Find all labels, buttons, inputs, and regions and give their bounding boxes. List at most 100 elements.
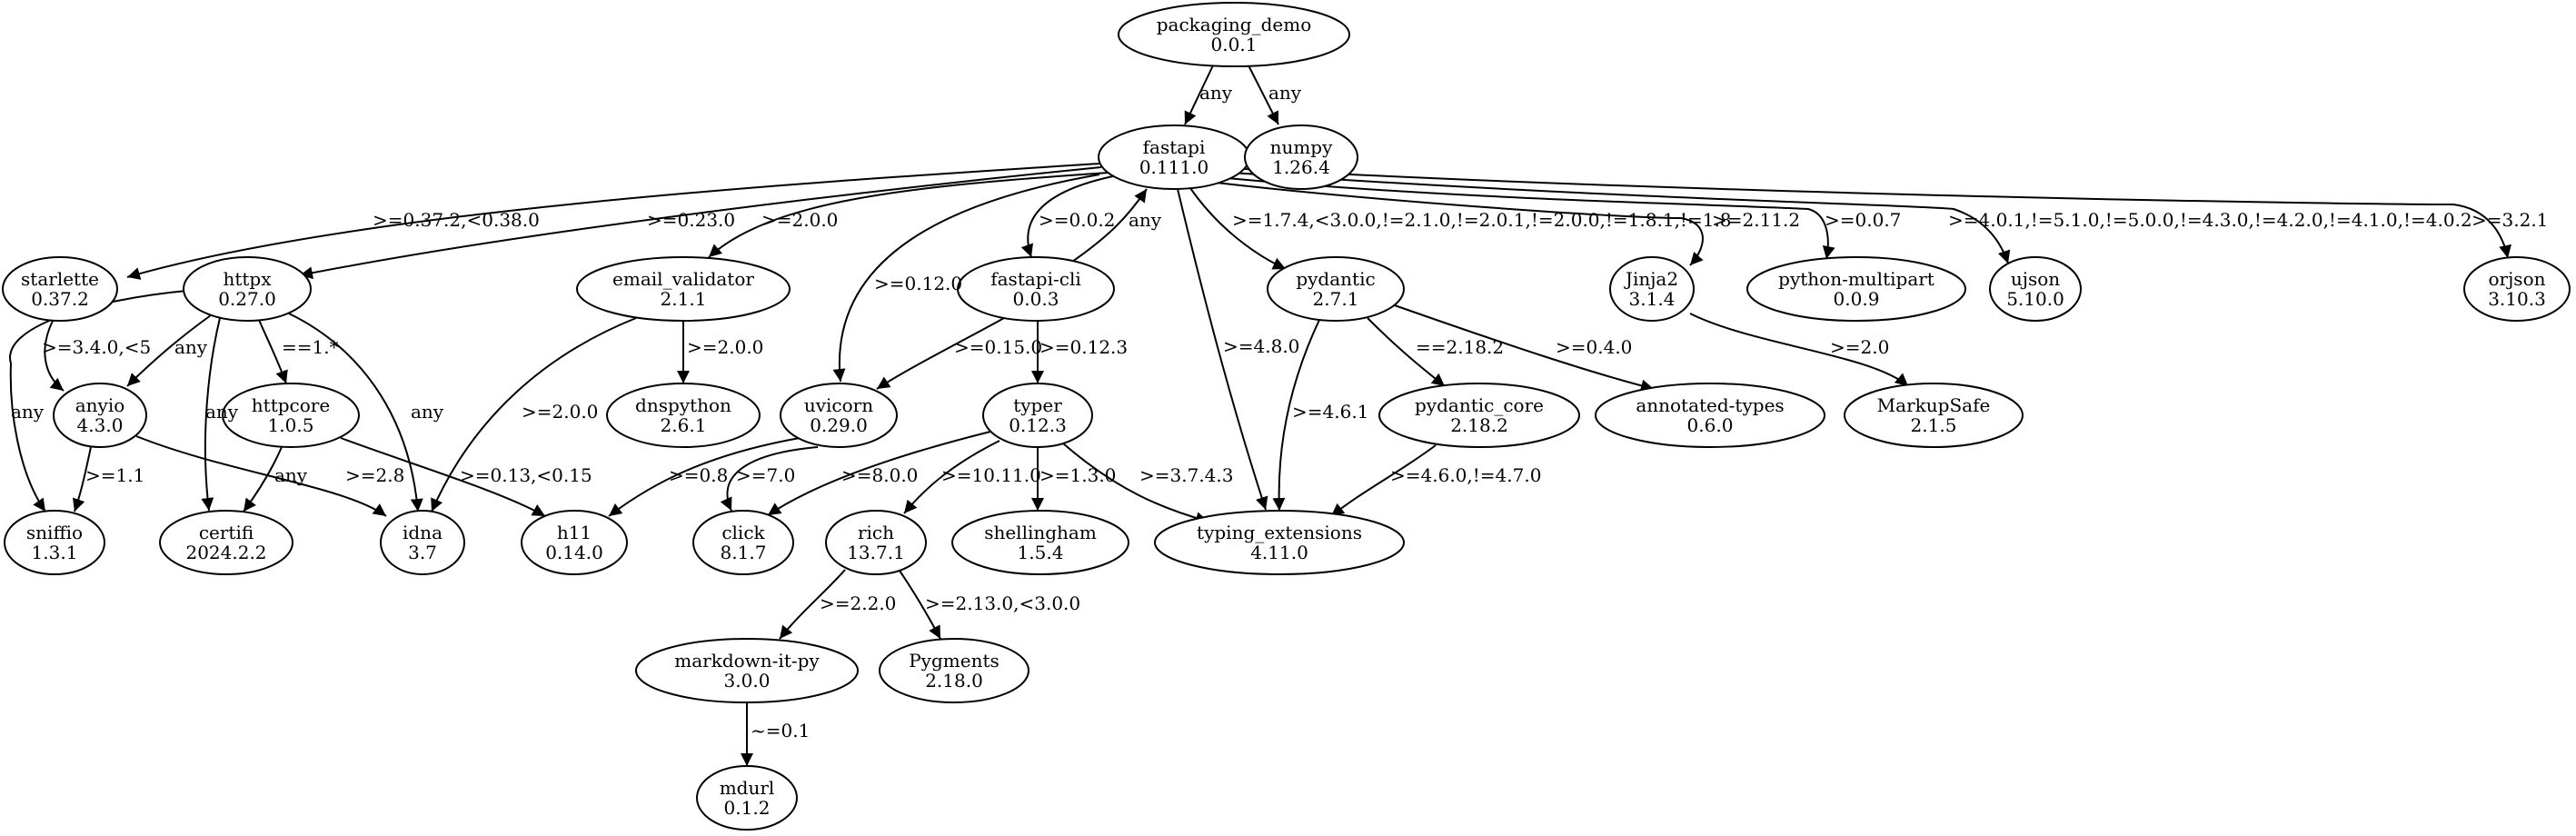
package-name: starlette [21, 268, 99, 290]
package-version: 1.5.4 [1018, 542, 1064, 563]
edge-fastapi-cli-to-fastapi [1071, 188, 1148, 263]
package-version: 2.1.1 [661, 288, 707, 310]
package-node-shape [1989, 256, 2082, 322]
package-version: 2.1.5 [1911, 414, 1957, 436]
edge-uvicorn-to-h11 [608, 437, 801, 517]
edge-fastapi-to-fastapi-cli [1020, 175, 1114, 258]
package-node-shape [879, 638, 1029, 703]
edge-label-httpx-to-idna: any [411, 401, 444, 423]
edge-label-pydantic-to-pydantic_core: ==2.18.2 [1416, 336, 1504, 358]
edge-httpx-to-httpcore [258, 319, 288, 384]
package-name: ujson [2011, 268, 2060, 290]
package-node-shape [1378, 383, 1580, 448]
package-version: 5.10.0 [2006, 288, 2064, 310]
package-name: pydantic_core [1415, 394, 1544, 416]
edge-httpcore-to-certifi [243, 446, 283, 513]
package-name: packaging_demo [1157, 14, 1312, 35]
package-name: email_validator [612, 268, 754, 290]
package-version: 1.26.4 [1272, 156, 1330, 178]
edge-label-starlette-to-anyio: >=3.4.0,<5 [42, 336, 151, 358]
package-version: 0.0.3 [1013, 288, 1059, 310]
edge-fastapi-to-starlette [126, 163, 1100, 280]
edge-starlette-to-anyio [44, 320, 65, 392]
package-version: 1.0.5 [268, 414, 314, 436]
package-node-shape [576, 256, 791, 322]
edge-label-jinja2-to-markupsafe: >=2.0 [1830, 336, 1889, 358]
package-name: numpy [1270, 136, 1334, 158]
edge-fastapi-to-python-multipart [1217, 176, 1835, 260]
package-version: 2024.2.2 [185, 542, 266, 563]
edge-label-pydantic-to-annotated-types: >=0.4.0 [1556, 336, 1632, 358]
edge-label-rich-to-pygments: >=2.13.0,<3.0.0 [925, 592, 1080, 614]
package-version: 0.37.2 [31, 288, 89, 310]
edge-fastapi-to-email_validator [708, 172, 1109, 258]
edge-label-httpcore-to-h11: >=0.13,<0.15 [460, 464, 592, 486]
package-name: sniffio [26, 522, 83, 543]
edge-label-typer-to-rich: >=10.11.0 [941, 464, 1041, 486]
edge-fastapi-to-typing_extensions [1177, 188, 1268, 511]
edge-label-packaging_demo-to-numpy: any [1268, 82, 1302, 104]
edge-uvicorn-to-click [720, 446, 819, 512]
edge-label-httpx-to-anyio: any [174, 336, 208, 358]
edge-label-uvicorn-to-h11: >=0.8 [669, 464, 728, 486]
package-name: Jinja2 [1624, 268, 1678, 290]
package-version: 2.7.1 [1313, 288, 1359, 310]
edge-typer-to-click [767, 431, 991, 516]
edge-anyio-to-idna [135, 435, 387, 517]
package-node-shape [1267, 256, 1405, 322]
edge-label-fastapi-to-starlette: >=0.37.2,<0.38.0 [373, 209, 540, 231]
edge-label-fastapi-cli-to-typer: >=0.12.3 [1039, 336, 1128, 358]
package-node-shape [957, 256, 1115, 322]
package-node-shape [159, 510, 293, 575]
edge-label-uvicorn-to-click: >=7.0 [736, 464, 795, 486]
edge-label-fastapi-to-httpx: >=0.23.0 [647, 209, 735, 231]
edge-label-fastapi-cli-to-fastapi: any [1129, 209, 1162, 231]
package-node-shape [1844, 383, 2024, 448]
package-node-shape [1746, 256, 1966, 322]
package-version: 3.7 [408, 542, 437, 563]
package-node-shape [1595, 383, 1825, 448]
package-node-shape [521, 510, 628, 575]
package-node-shape [1244, 124, 1358, 190]
package-node-shape [635, 638, 859, 703]
package-name: MarkupSafe [1877, 394, 1991, 416]
edge-label-typer-to-click: >=8.0.0 [841, 464, 918, 486]
package-name: httpx [223, 268, 272, 290]
edge-pydantic-to-pydantic_core [1367, 317, 1446, 387]
edge-label-fastapi-to-typing_extensions: >=4.8.0 [1223, 335, 1299, 357]
package-node-shape [1154, 510, 1405, 575]
edge-packaging_demo-to-numpy [1248, 65, 1279, 125]
package-name: uvicorn [804, 394, 873, 416]
package-version: 0.14.0 [545, 542, 603, 563]
package-node-shape [4, 510, 105, 575]
package-version: 0.111.0 [1139, 156, 1208, 178]
edge-label-pydantic-to-typing_extensions: >=4.6.1 [1292, 401, 1368, 423]
edge-fastapi-cli-to-uvicorn [876, 317, 1005, 390]
edge-label-fastapi-cli-to-uvicorn: >=0.15.0 [954, 336, 1042, 358]
edge-fastapi-to-pydantic [1189, 187, 1287, 270]
edge-label-rich-to-markdown-it-py: >=2.2.0 [820, 592, 896, 614]
package-version: 2.6.1 [661, 414, 707, 436]
edge-label-fastapi-to-python-multipart: >=0.0.7 [1825, 209, 1901, 231]
edge-label-httpx-to-sniffio: any [11, 401, 45, 423]
edge-label-fastapi-to-email_validator: >=2.0.0 [761, 209, 838, 231]
package-node-shape [692, 510, 794, 575]
package-name: typing_extensions [1197, 522, 1362, 543]
edge-label-anyio-to-sniffio: >=1.1 [85, 464, 144, 486]
package-node-markdown-it-py: markdown-it-py3.0.0 [635, 638, 859, 703]
package-node-shape [606, 383, 761, 448]
package-name: h11 [557, 522, 592, 543]
